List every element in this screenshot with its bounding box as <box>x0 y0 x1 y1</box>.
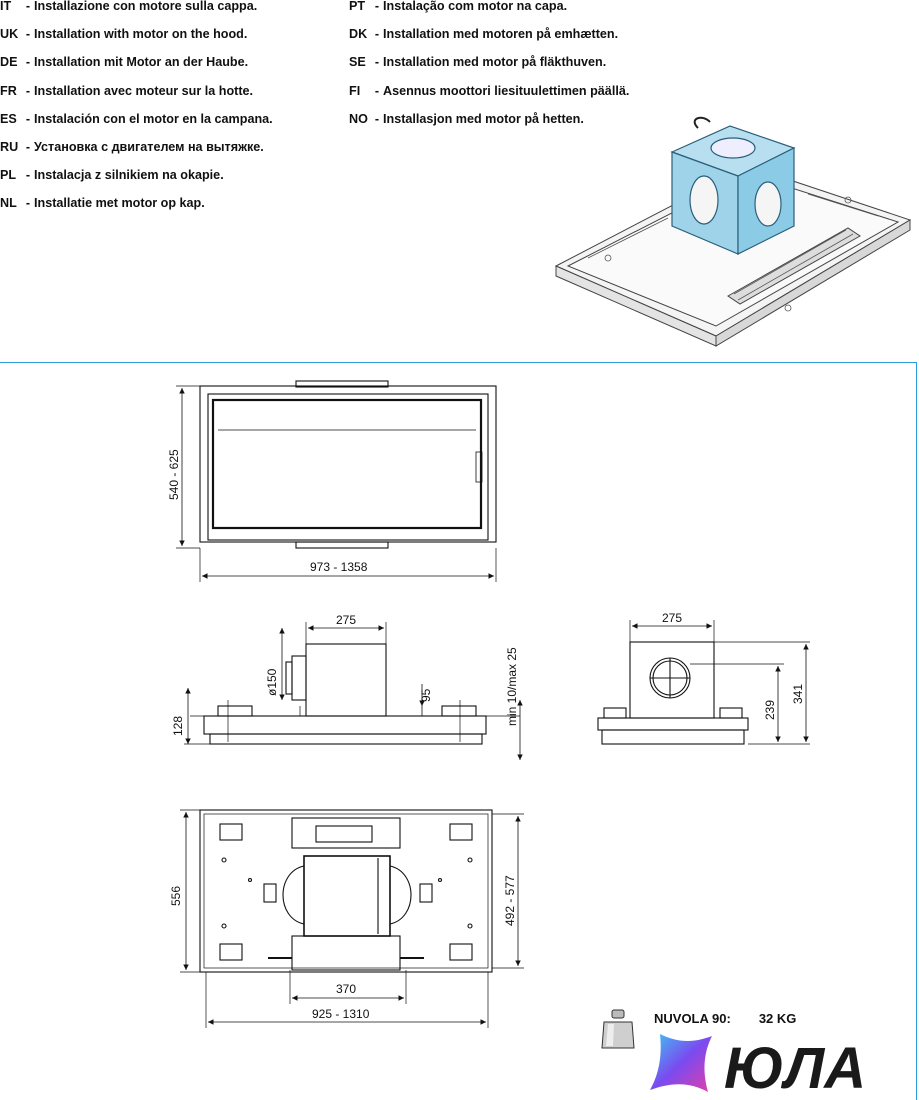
technical-drawing-frame <box>0 362 917 1100</box>
instruction-fi: FI-Asennus moottori liesituulettimen pää… <box>349 83 630 98</box>
dim-side-motor-width: 275 <box>336 613 356 627</box>
side-view-drawing <box>184 622 523 760</box>
instruction-dk: DK-Installation med motoren på emhætten. <box>349 27 619 42</box>
model-name: NUVOLA 90: <box>654 1011 731 1026</box>
dim-top-width: 973 - 1358 <box>310 560 368 574</box>
top-view-drawing <box>176 380 497 582</box>
brand-logo: ЮЛА <box>650 1034 866 1096</box>
weight-icon <box>601 1009 635 1049</box>
instruction-no: NO-Installasjon med motor på hetten. <box>349 111 584 126</box>
instruction-it: IT-Installazione con motore sulla cappa. <box>0 0 258 13</box>
instruction-pl: PL-Instalacja z silnikiem na okapie. <box>0 168 224 183</box>
dim-bottom-depth: 556 <box>169 886 183 906</box>
dim-motor-offset: 95 <box>419 688 433 702</box>
instruction-pt: PT-Instalação com motor na capa. <box>349 0 568 13</box>
front-view-drawing <box>597 620 810 745</box>
instruction-es: ES-Instalación con el motor en la campan… <box>0 111 273 126</box>
instructions-right-column: PT-Instalação com motor na capa. DK-Inst… <box>349 0 629 137</box>
instruction-se: SE-Installation med motor på fläkthuven. <box>349 55 607 70</box>
instructions-left-column: IT-Installazione con motore sulla cappa.… <box>0 0 273 222</box>
dim-outlet-height: 239 <box>763 700 777 720</box>
instruction-nl: NL-Installatie met motor op kap. <box>0 196 205 211</box>
dim-ceiling-gap: min 10/max 25 <box>505 647 519 726</box>
dim-bottom-inner-depth: 492 - 577 <box>503 875 517 926</box>
weight-info: NUVOLA 90: 32 KG <box>600 1008 796 1052</box>
weight-value: 32 KG <box>758 1011 797 1026</box>
dim-duct-diameter: ø150 <box>265 668 279 696</box>
dim-bottom-center-width: 370 <box>336 982 356 996</box>
hood-isometric-illustration <box>554 116 912 347</box>
dim-front-motor-width: 275 <box>662 611 682 625</box>
instruction-de: DE-Installation mit Motor an der Haube. <box>0 55 249 70</box>
dim-body-height: 128 <box>171 716 185 736</box>
brand-star-icon <box>650 1034 712 1092</box>
dim-top-height: 540 - 625 <box>167 449 181 500</box>
dim-total-height: 341 <box>791 684 805 704</box>
instruction-ru: RU-Установка с двигателем на вытяжке. <box>0 139 264 154</box>
brand-wordmark: ЮЛА <box>724 1036 866 1096</box>
dim-bottom-width: 925 - 1310 <box>312 1007 370 1021</box>
bottom-view-drawing <box>180 809 524 1028</box>
instruction-fr: FR-Installation avec moteur sur la hotte… <box>0 83 254 98</box>
instruction-uk: UK-Installation with motor on the hood. <box>0 27 248 42</box>
